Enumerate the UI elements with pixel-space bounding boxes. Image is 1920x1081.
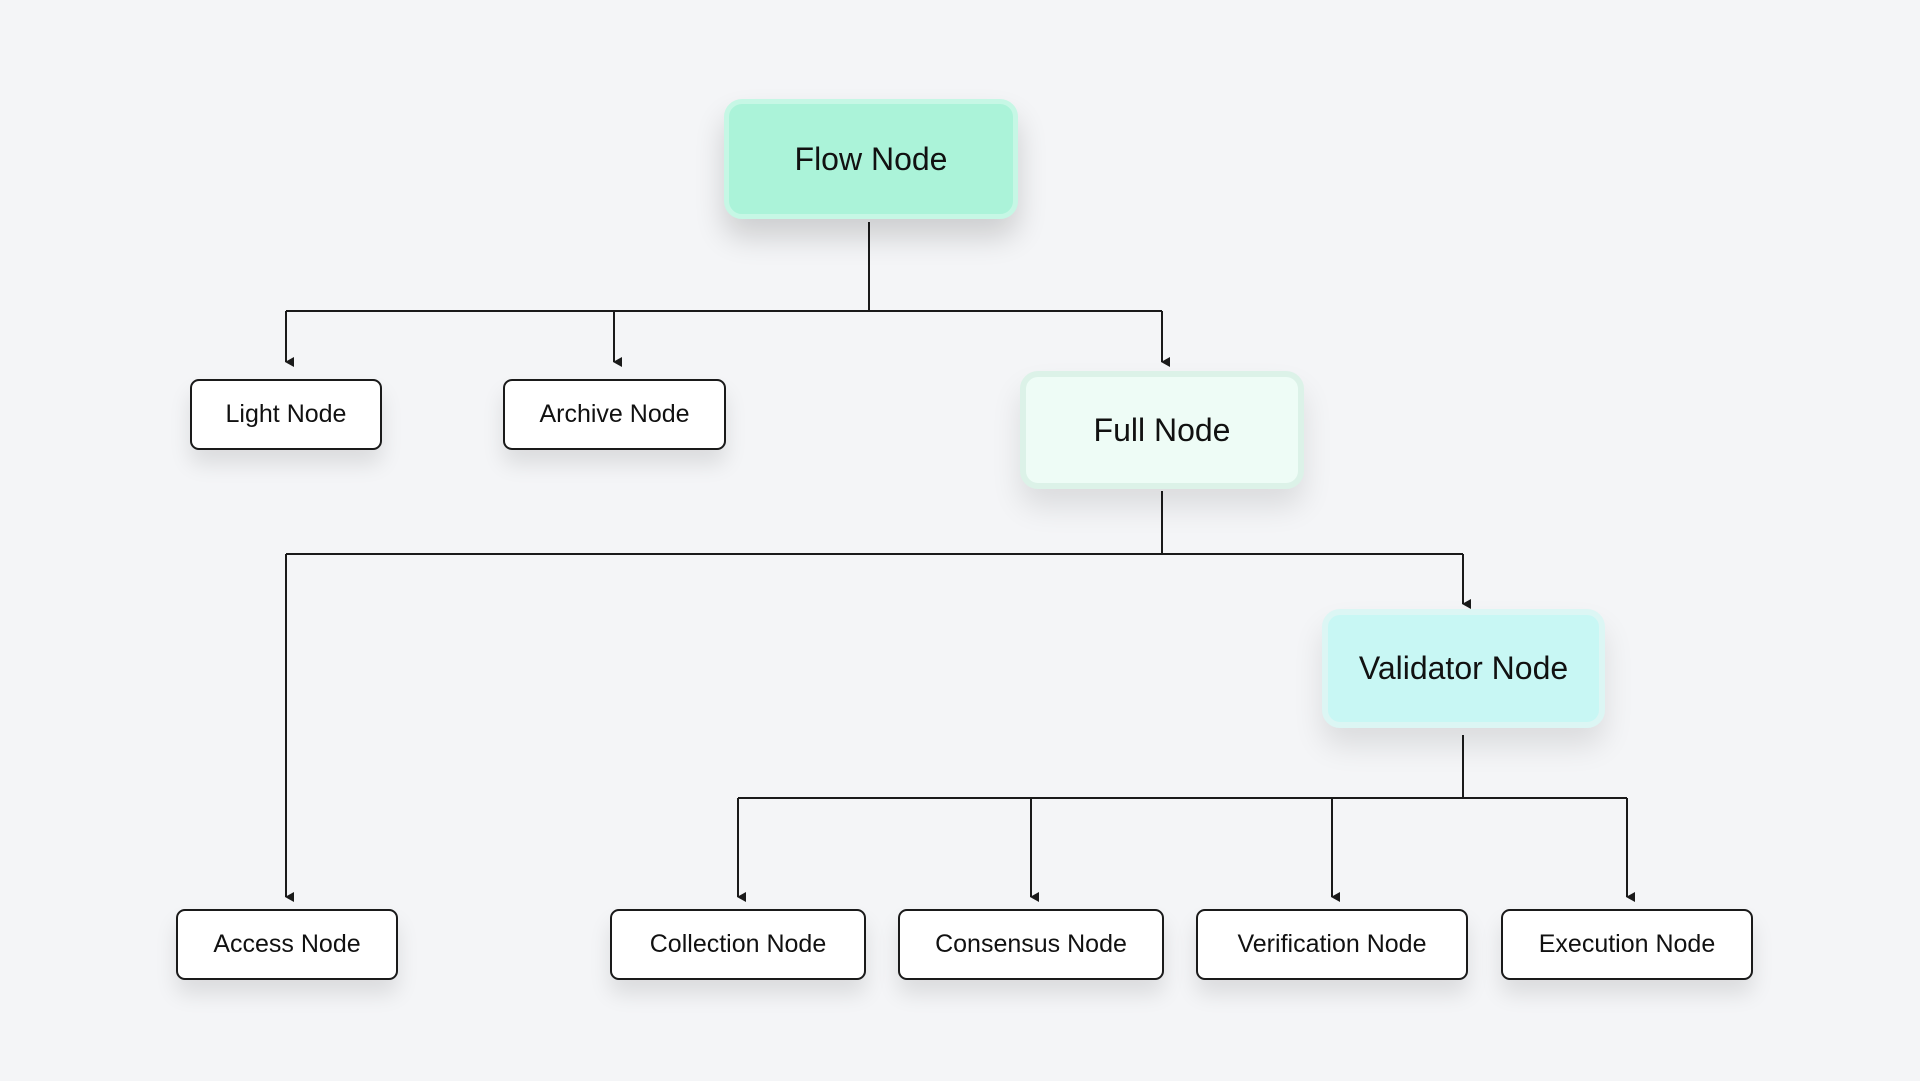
flow-node-label: Flow Node [794,140,948,177]
consensus-node-label: Consensus Node [935,930,1127,958]
archive-node-label: Archive Node [539,400,690,428]
execution-node-box: Execution Node [1501,909,1753,980]
execution-node-label: Execution Node [1538,930,1716,958]
consensus-node-box: Consensus Node [898,909,1164,980]
collection-node-box: Collection Node [610,909,866,980]
light-node-box: Light Node [190,379,382,450]
archive-node-box: Archive Node [503,379,726,450]
flow-node-box: Flow Node [724,99,1018,219]
validator-node-box: Validator Node [1322,609,1605,728]
verification-node-box: Verification Node [1196,909,1468,980]
access-node-box: Access Node [176,909,398,980]
collection-node-label: Collection Node [649,930,827,958]
light-node-label: Light Node [225,400,347,428]
validator-node-label: Validator Node [1358,650,1569,686]
verification-node-label: Verification Node [1237,930,1427,958]
access-node-label: Access Node [213,930,361,958]
full-node-box: Full Node [1020,371,1304,489]
full-node-label: Full Node [1093,411,1231,448]
